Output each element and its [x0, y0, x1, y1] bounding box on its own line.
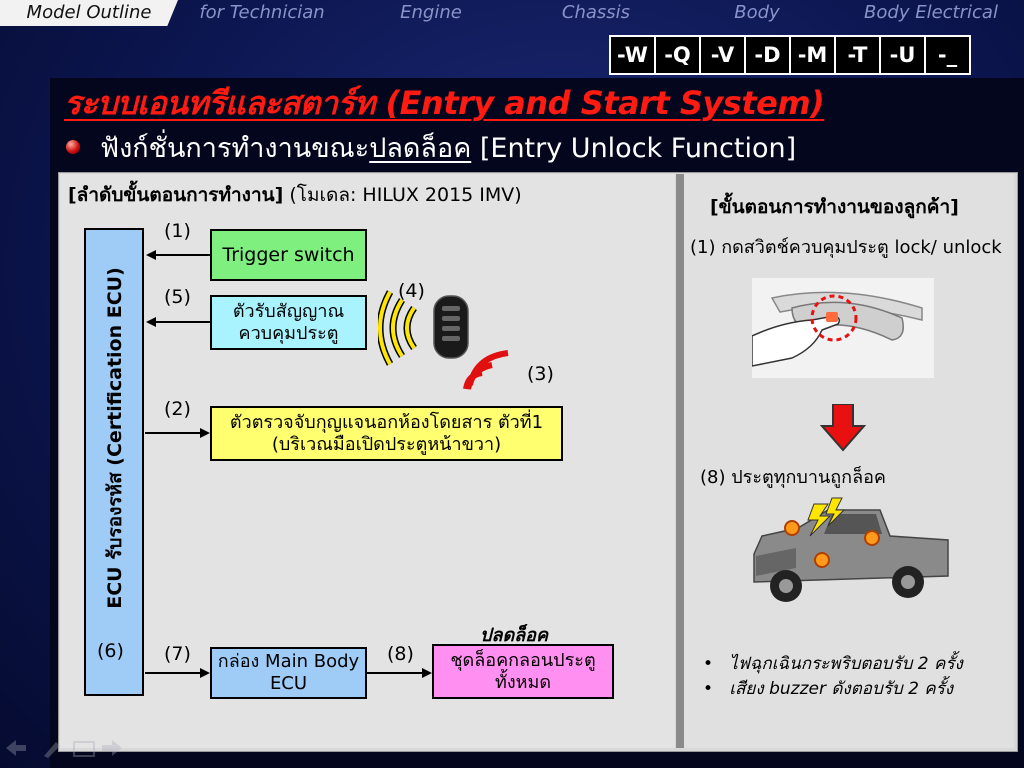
main-body-ecu-box: กล่อง Main Body ECU — [210, 647, 367, 699]
door-control-receiver-box: ตัวรับสัญญาณ ควบคุมประตู — [210, 295, 367, 350]
step-number-3: (3) — [527, 363, 554, 385]
arrow-head-right-icon — [200, 428, 210, 438]
step-number-4: (4) — [398, 280, 425, 302]
page-title: ระบบเอนทรีและสตาร์ท (Entry and Start Sys… — [64, 84, 825, 122]
tab-model-outline[interactable]: Model Outline — [0, 0, 178, 26]
slide-icon[interactable] — [73, 741, 95, 757]
outside-key-detector-box: ตัวตรวจจับกุญแจนอกห้องโดยสาร ตัวที่1 (บร… — [210, 406, 563, 461]
customer-steps-header: [ขั้นตอนการทำงานของลูกค้า] — [710, 196, 959, 218]
tab-body-electrical[interactable]: Body Electrical — [864, 2, 998, 23]
subtitle-underlined: ปลดล็อค — [369, 133, 472, 164]
door-receiver-line-1: ตัวรับสัญญาณ — [232, 300, 345, 322]
key-fob-signal-icon — [378, 290, 469, 366]
step-number-1: (1) — [164, 220, 191, 242]
back-arrow-icon[interactable] — [6, 740, 26, 756]
arrow-head-right-icon — [422, 668, 432, 678]
unlock-label: ปลดล็อค — [480, 625, 549, 646]
pickup-truck-icon — [748, 496, 952, 612]
code-button-d[interactable]: -D — [746, 37, 789, 73]
pen-icon[interactable] — [44, 742, 60, 758]
feedback-bullet-2: • เสียง buzzer ดังตอบรับ 2 ครั้ง — [703, 679, 954, 699]
outside-key-detector-line-1: ตัวตรวจจับกุญแจนอกห้องโดยสาร ตัวที่1 — [229, 411, 544, 433]
sequence-header-bold: [ลำดับขั้นตอนการทำงาน] — [68, 184, 284, 206]
code-button-m[interactable]: -M — [791, 37, 834, 73]
subtitle-suffix: [Entry Unlock Function] — [471, 133, 797, 164]
step-number-5: (5) — [164, 286, 191, 308]
step-number-6: (6) — [97, 640, 124, 662]
door-handle-press-icon — [752, 278, 934, 378]
arrow-ecu-to-main-body — [145, 672, 200, 674]
step-number-7: (7) — [164, 643, 191, 665]
arrow-receiver-to-ecu — [155, 321, 210, 323]
door-lock-motors-line-1: ชุดล็อคกลอนประตู — [450, 649, 596, 671]
door-lock-motors-box: ชุดล็อคกลอนประตู ทั้งหมด — [432, 644, 614, 699]
arrow-ecu-to-detector — [145, 432, 200, 434]
main-body-ecu-line-1: กล่อง Main Body — [217, 651, 360, 673]
feedback-bullet-2-text: เสียง buzzer ดังตอบรับ 2 ครั้ง — [729, 679, 954, 699]
sequence-header-model: (โมเดล: HILUX 2015 IMV) — [283, 184, 522, 206]
step-number-2: (2) — [164, 398, 191, 420]
panel-divider — [676, 174, 684, 748]
feedback-bullet-1-text: ไฟฉุกเฉินกระพริบตอบรับ 2 ครั้ง — [729, 654, 963, 674]
code-button-v[interactable]: -V — [701, 37, 744, 73]
subtitle-prefix: ฟังก์ชั่นการทำงานขณะ — [100, 133, 370, 164]
code-button-u[interactable]: -U — [881, 37, 924, 73]
detector-signal-icon — [463, 350, 509, 390]
outside-key-detector-line-2: (บริเวณมือเปิดประตูหน้าขวา) — [271, 433, 502, 455]
certification-ecu-label: ECU รับรองรหัส (Certification ECU) — [104, 267, 126, 609]
down-arrow-icon — [820, 404, 866, 452]
customer-steps-panel — [684, 174, 1014, 748]
code-button-blank[interactable]: -_ — [926, 37, 969, 73]
main-body-ecu-line-2: ECU — [269, 673, 308, 694]
forward-arrow-icon[interactable] — [102, 740, 122, 756]
page-subtitle: ฟังก์ชั่นการทำงานขณะปลดล็อค [Entry Unloc… — [100, 126, 796, 169]
certification-ecu-box — [84, 228, 144, 696]
trigger-switch-box: Trigger switch — [210, 229, 367, 281]
arrow-head-right-icon — [200, 668, 210, 678]
arrow-main-body-to-locks — [367, 672, 422, 674]
arrow-head-left-icon — [146, 317, 156, 327]
customer-step-1: (1) กดสวิตช์ควบคุมประตู lock/ unlock — [690, 237, 1002, 258]
trigger-switch-label: Trigger switch — [222, 243, 355, 266]
code-button-t[interactable]: -T — [836, 37, 879, 73]
customer-step-8: (8) ประตูทุกบานถูกล็อค — [700, 467, 886, 488]
tab-chassis[interactable]: Chassis — [561, 2, 631, 23]
tab-engine[interactable]: Engine — [400, 2, 462, 23]
system-code-bar: -W -Q -V -D -M -T -U -_ — [609, 35, 971, 75]
door-receiver-line-2: ควบคุมประตู — [238, 322, 339, 344]
door-lock-motors-line-2: ทั้งหมด — [494, 671, 552, 693]
step-number-8: (8) — [387, 643, 414, 665]
sequence-header: [ลำดับขั้นตอนการทำงาน] (โมเดล: HILUX 201… — [68, 180, 522, 210]
code-button-q[interactable]: -Q — [656, 37, 699, 73]
code-button-w[interactable]: -W — [611, 37, 654, 73]
footer-nav — [6, 740, 122, 758]
bullet-ball-icon — [66, 140, 80, 154]
arrow-head-left-icon — [146, 250, 156, 260]
top-nav: Model Outline for Technician Engine Chas… — [0, 0, 1024, 26]
feedback-bullet-1: • ไฟฉุกเฉินกระพริบตอบรับ 2 ครั้ง — [703, 654, 963, 674]
tab-body[interactable]: Body — [734, 2, 780, 23]
arrow-trigger-to-ecu — [155, 254, 210, 256]
tab-for-technician[interactable]: for Technician — [199, 2, 325, 23]
